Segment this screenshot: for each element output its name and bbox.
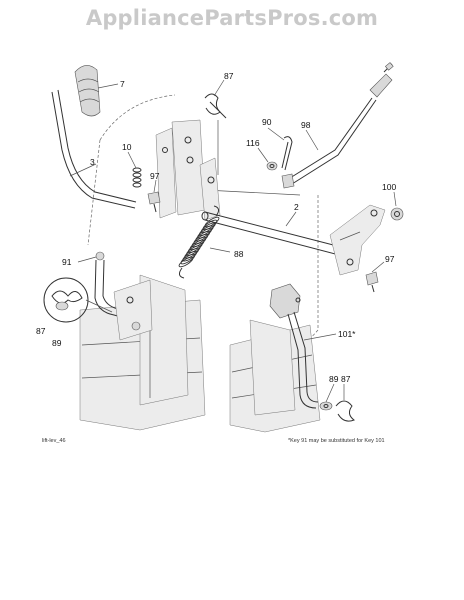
lever-91 bbox=[94, 251, 153, 341]
bolt-left bbox=[147, 191, 161, 213]
spring-small bbox=[132, 167, 142, 188]
label-89-right: 89 bbox=[329, 374, 339, 384]
figure-id: lift-lev_46 bbox=[42, 438, 66, 444]
washer-89-right bbox=[319, 401, 333, 411]
spring-coil bbox=[204, 216, 220, 228]
watermark: AppliancePartsPros.com bbox=[85, 6, 379, 30]
leader-lines bbox=[69, 79, 397, 403]
label-116: 116 bbox=[246, 138, 260, 148]
label-10: 10 bbox=[122, 142, 132, 152]
lever-101 bbox=[269, 283, 319, 409]
label-97-left: 97 bbox=[150, 171, 160, 181]
bolt-right bbox=[365, 271, 379, 293]
label-91: 91 bbox=[62, 257, 72, 267]
label-2: 2 bbox=[294, 202, 299, 212]
lift-spring bbox=[178, 205, 220, 279]
label-87-top: 87 bbox=[224, 71, 234, 81]
label-87-right: 87 bbox=[341, 374, 351, 384]
detail-circle-left bbox=[43, 277, 113, 323]
lift-arm-plate bbox=[329, 204, 386, 276]
lift-handle-grip bbox=[74, 65, 101, 117]
left-deck-body bbox=[79, 274, 206, 431]
lift-handle-rod bbox=[51, 89, 137, 209]
part-labels: 7 87 90 98 116 10 3 97 100 2 88 91 97 87… bbox=[36, 71, 396, 384]
label-87-left: 87 bbox=[36, 326, 46, 336]
spring-coil bbox=[202, 219, 218, 231]
label-97-right: 97 bbox=[385, 254, 395, 264]
washer-116 bbox=[266, 161, 278, 171]
label-90: 90 bbox=[262, 117, 272, 127]
hairpin-clip-top bbox=[204, 93, 227, 119]
lift-rod bbox=[281, 62, 394, 189]
clip-90 bbox=[281, 136, 293, 171]
clip-87-right bbox=[335, 400, 356, 422]
nut-right bbox=[390, 207, 404, 221]
label-100: 100 bbox=[382, 182, 396, 192]
footnote: *Key 91 may be substituted for Key 101 bbox=[288, 438, 385, 444]
label-7: 7 bbox=[120, 79, 125, 89]
label-3: 3 bbox=[90, 157, 95, 167]
spring-hook-bottom bbox=[178, 267, 185, 279]
right-deck-body bbox=[229, 319, 321, 433]
mount-bracket bbox=[155, 119, 221, 221]
lift-shaft bbox=[201, 211, 346, 257]
label-88: 88 bbox=[234, 249, 244, 259]
label-98: 98 bbox=[301, 120, 311, 130]
label-101: 101* bbox=[338, 329, 356, 339]
label-89-left: 89 bbox=[52, 338, 62, 348]
